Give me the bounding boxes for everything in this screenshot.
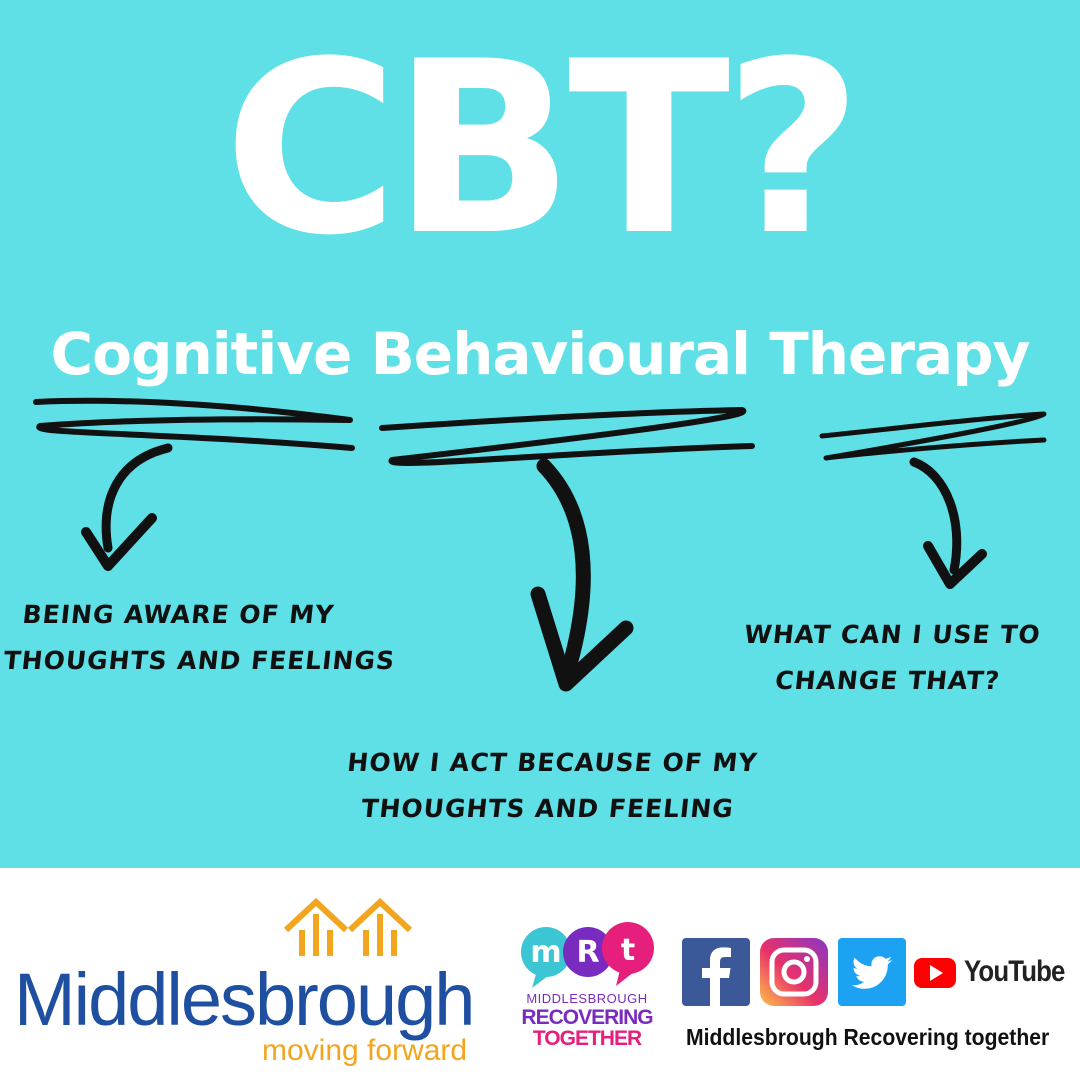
facebook-icon[interactable] (682, 938, 750, 1006)
social-icons: YouTube (682, 938, 1072, 1008)
youtube-wordmark: YouTube (964, 955, 1065, 988)
svg-text:R: R (576, 935, 599, 970)
point-text-awareness: Being aware of my thoughts and feelings (2, 600, 397, 675)
scribble-underline-right (819, 411, 1047, 461)
point-text-behaviour: How I act because of my thoughts and fee… (345, 748, 760, 823)
mrt-speech-bubbles-icon: m R t (521, 922, 654, 988)
point-text-change: What can I use to change that? (742, 620, 1043, 695)
curved-arrow-middle (536, 458, 591, 686)
poster-panel: CBT? Cognitive Behavioural Therapy Being… (0, 0, 1080, 868)
arrow-head-middle (530, 586, 634, 692)
twitter-icon[interactable] (838, 938, 906, 1006)
arrow-head-left (81, 513, 157, 571)
instagram-icon[interactable] (760, 938, 828, 1006)
scribble-arrows-graphic (33, 397, 1047, 692)
mrt-line-middlesbrough: MIDDLESBROUGH (526, 991, 648, 1006)
footer-logos: Middlesbrough moving forward m R t MIDDL… (0, 868, 1080, 1080)
middlesbrough-moving-forward-logo: Middlesbrough moving forward (10, 888, 510, 1068)
headline: CBT? (223, 11, 862, 288)
scribble-underline-middle (379, 407, 755, 466)
mrt-line-together: TOGETHER (532, 1027, 642, 1050)
curved-arrow-right (909, 457, 962, 575)
mrt-line-recovering: RECOVERING (521, 1006, 653, 1029)
middlesbrough-recovering-together-logo: m R t MIDDLESBROUGH RECOVERING TOGETHER (520, 918, 660, 1050)
svg-text:m: m (530, 935, 561, 970)
curved-arrow-left (101, 443, 173, 553)
svg-text:t: t (621, 933, 635, 968)
youtube-icon[interactable] (912, 950, 958, 996)
subtitle: Cognitive Behavioural Therapy (50, 320, 1031, 388)
scribble-underline-left (33, 397, 355, 451)
social-caption: Middlesbrough Recovering together (686, 1024, 1050, 1050)
moving-forward-tagline: moving forward (262, 1034, 468, 1067)
middlesbrough-wordmark: Middlesbrough (14, 958, 475, 1041)
rooftop-arrows-icon (283, 897, 413, 956)
arrow-head-right (923, 541, 987, 589)
